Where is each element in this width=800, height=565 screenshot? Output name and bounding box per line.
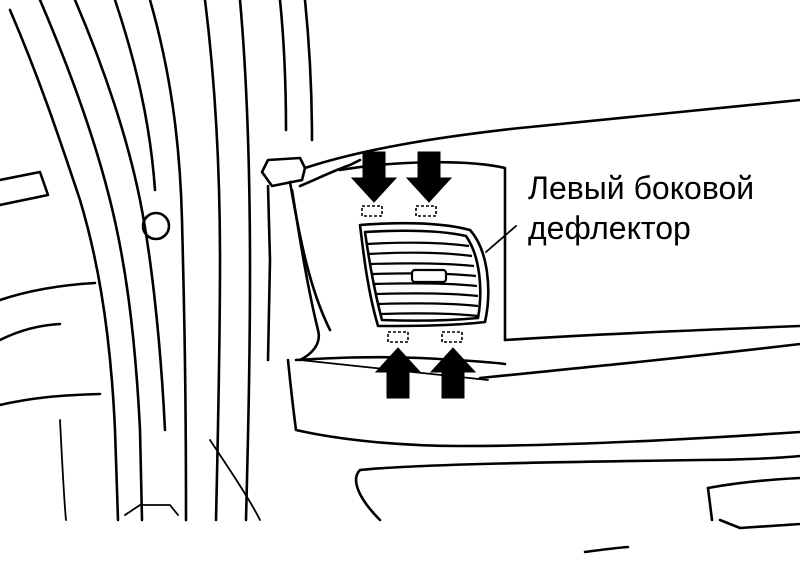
vent-callout-label: Левый боковой дефлектор <box>528 168 754 248</box>
vent-adjuster-knob <box>410 268 448 284</box>
a-pillar <box>0 0 314 522</box>
callout-line-2: дефлектор <box>528 210 691 246</box>
clip-icon <box>387 331 409 343</box>
arrow-icon <box>374 347 422 399</box>
arrow-icon <box>405 151 453 203</box>
clip-icon <box>415 205 437 217</box>
left-side-vent <box>358 221 517 328</box>
clip-icon <box>441 331 463 343</box>
arrow-icon <box>429 347 477 399</box>
callout-line-1: Левый боковой <box>528 170 755 206</box>
bottom-arrows <box>374 347 477 399</box>
top-arrows <box>350 151 453 203</box>
pillar-bolt-icon <box>141 211 171 241</box>
clip-positions <box>361 205 463 343</box>
arrow-icon <box>350 151 398 203</box>
clip-icon <box>361 205 383 217</box>
lower-dashboard <box>354 454 800 554</box>
